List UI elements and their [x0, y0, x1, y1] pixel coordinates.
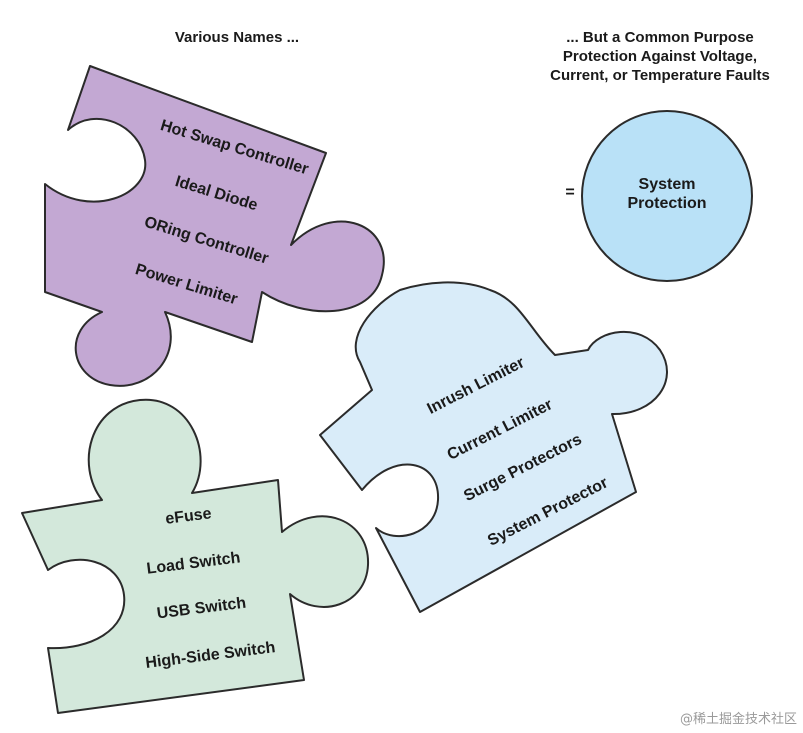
puzzle-piece-green	[21, 398, 370, 714]
header-left: Various Names ...	[175, 29, 299, 46]
header-right-line-2: Protection Against Voltage,	[563, 48, 757, 65]
puzzle-piece-blue	[319, 281, 668, 613]
green-item-1: eFuse	[164, 505, 212, 528]
circle-label-line-1: System	[639, 176, 696, 193]
equals-sign: =	[565, 184, 574, 201]
watermark: @稀土掘金技术社区	[680, 711, 797, 727]
system-protection-circle	[581, 110, 753, 282]
header-right-line-3: Current, or Temperature Faults	[550, 67, 770, 84]
circle-label-line-2: Protection	[627, 195, 706, 212]
puzzle-piece-purple	[44, 65, 385, 387]
header-right-line-1: ... But a Common Purpose	[566, 29, 754, 46]
